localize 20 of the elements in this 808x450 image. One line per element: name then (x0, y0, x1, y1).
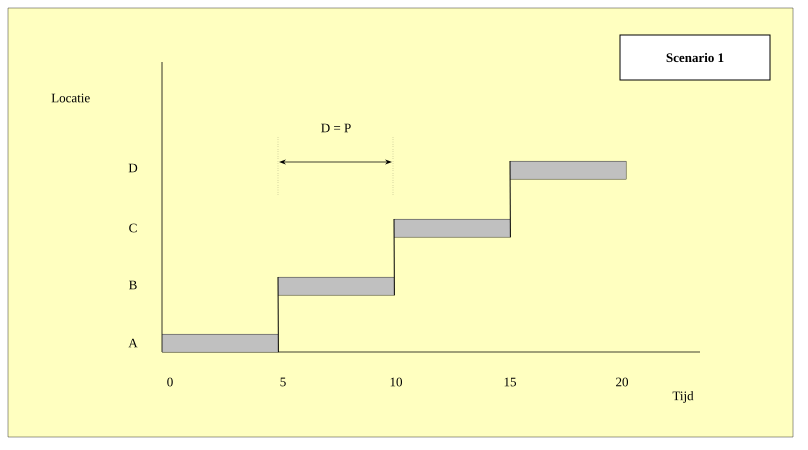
tick-label: D (128, 164, 138, 172)
dimension-label: D = P (321, 124, 351, 132)
title-box: Scenario 1 (620, 34, 770, 80)
step-line (278, 276, 279, 353)
tick-label: 10 (390, 378, 402, 386)
tick-label: C (129, 224, 137, 232)
time-bar (394, 219, 510, 238)
step-line (394, 218, 395, 296)
time-bar (162, 334, 278, 352)
tick-label: 15 (504, 378, 516, 386)
tick-label: 20 (616, 378, 628, 386)
axis-label: Locatie (52, 94, 90, 102)
tick-label: A (128, 338, 138, 348)
axis-label: Tijd (672, 391, 694, 403)
time-bar (278, 277, 394, 296)
tick-label: 5 (280, 378, 286, 386)
tick-label: 0 (167, 378, 173, 386)
step-line (510, 160, 511, 238)
tick-label: B (129, 280, 137, 290)
time-bar (510, 161, 626, 180)
